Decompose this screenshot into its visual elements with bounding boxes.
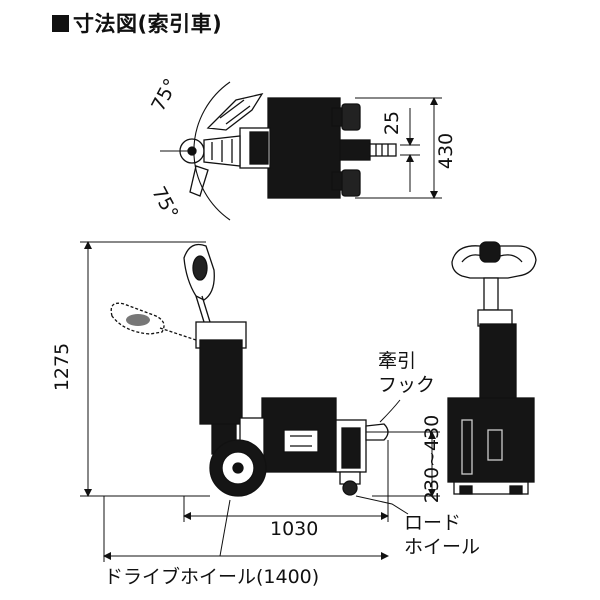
load-wheel-label-line2: ホイール bbox=[404, 536, 481, 558]
page-title: 寸法図(索引車) bbox=[52, 8, 222, 38]
top-body bbox=[267, 97, 341, 199]
dim-total-label: ドライブホイール(1400) bbox=[104, 566, 320, 588]
dim-length-label: 1030 bbox=[270, 518, 319, 540]
front-column bbox=[479, 323, 517, 399]
side-body-column bbox=[199, 339, 243, 425]
dim-height-label: 1275 bbox=[51, 342, 74, 392]
swing-arc bbox=[193, 81, 231, 221]
dim-width-label: 430 bbox=[435, 132, 458, 170]
side-view bbox=[80, 241, 440, 562]
top-wheel-lower bbox=[341, 169, 361, 197]
square-bullet-icon bbox=[52, 15, 69, 32]
dim-hitch-height-label: 230~430 bbox=[421, 414, 444, 504]
load-wheel bbox=[342, 480, 358, 496]
hitch-label-line2: フック bbox=[378, 374, 436, 396]
hitch-label-line1: 牽引 bbox=[378, 350, 417, 372]
load-wheel-label-line1: ロード bbox=[404, 512, 462, 534]
front-view bbox=[447, 241, 537, 495]
top-wheel-upper bbox=[341, 103, 361, 131]
front-chassis bbox=[447, 397, 535, 483]
top-view bbox=[160, 81, 442, 221]
dim-hitch-label: 25 bbox=[381, 110, 404, 136]
